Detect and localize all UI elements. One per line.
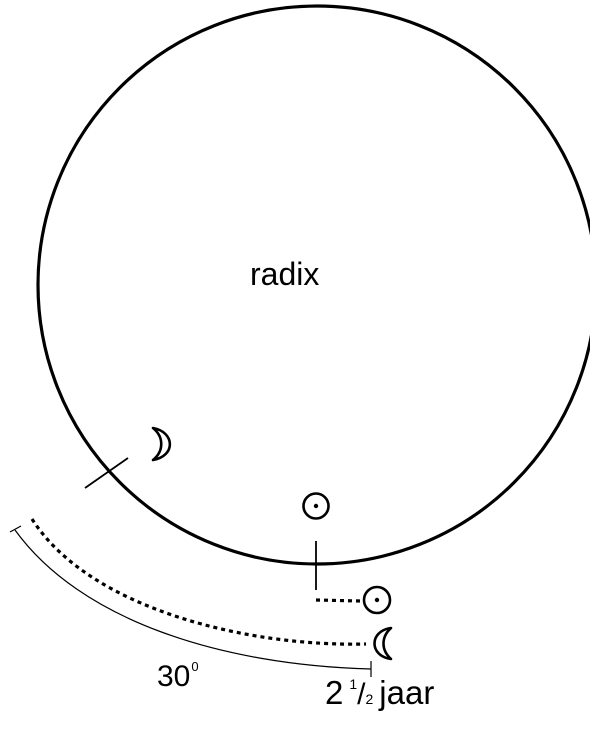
progressed-sun-icon [362, 585, 392, 615]
angle-measure-start-cap [9, 525, 22, 533]
duration-unit: jaar [379, 674, 435, 711]
progressed-moon-icon [373, 626, 393, 661]
angle-degree-mark: 0 [191, 659, 199, 674]
radix-sun-icon [302, 492, 330, 520]
sun-progression-path [315, 598, 361, 603]
moon-progression-arc [30, 518, 367, 646]
radix-moon-icon [151, 426, 172, 462]
angle-label: 300 [157, 659, 199, 693]
duration-slash: / [357, 678, 366, 711]
radix-circle [36, 4, 590, 566]
duration-denominator: 2 [365, 691, 374, 707]
angle-measure-arc [14, 529, 372, 670]
angle-value: 30 [157, 660, 191, 693]
radix-label: radix [250, 256, 320, 292]
duration-whole: 2 [325, 674, 344, 711]
moon-tick [84, 457, 129, 489]
duration-numerator: 1 [349, 676, 358, 692]
